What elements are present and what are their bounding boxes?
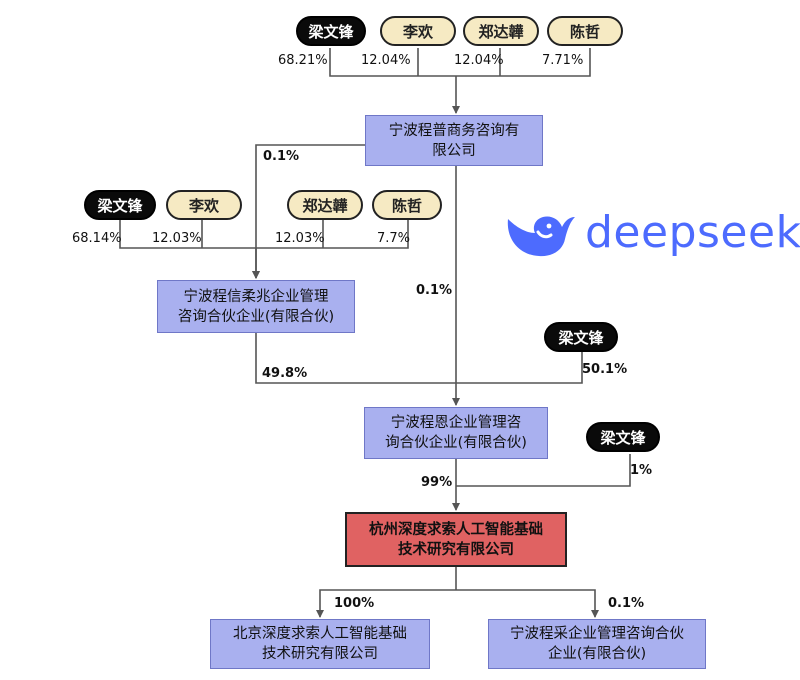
entity-chengpu-line2: 限公司: [432, 142, 476, 159]
shareholder-li-mid: 李欢: [166, 190, 242, 220]
whale-icon: [507, 216, 575, 257]
entity-chengen-line1: 宁波程恩企业管理咨: [390, 415, 522, 431]
entity-chengxin-line2: 咨询合伙企业(有限合伙): [177, 308, 335, 325]
shareholder-liang-mid: 梁文锋: [84, 190, 156, 220]
share-li-mid: 12.03%: [152, 231, 202, 246]
share-chen-top: 7.71%: [542, 53, 584, 68]
hangzhou-to-beijing-line: [316, 589, 456, 618]
share-chengen-to-hangzhou: 99%: [421, 475, 453, 490]
shareholder-chen-top: 陈哲: [547, 16, 623, 46]
share-chengpu-to-chengen: 0.1%: [416, 283, 453, 298]
entity-chengcai-line1: 宁波程采企业管理咨询合伙: [510, 626, 684, 642]
liang-to-hangzhou-line: [456, 454, 631, 487]
shareholder-liang-4: 梁文锋: [586, 422, 660, 452]
entity-chengxin: 宁波程信柔兆企业管理 咨询合伙企业(有限合伙): [157, 280, 355, 333]
entity-hangzhou-line1: 杭州深度求索人工智能基础: [369, 521, 543, 538]
share-liang-to-hangzhou: 1%: [630, 463, 653, 478]
chengxin-to-chengen-line: [255, 333, 456, 384]
shareholder-zheng-top: 郑达韡: [463, 16, 539, 46]
entity-chengen-line2: 询合伙企业(有限合伙): [385, 435, 527, 451]
share-hangzhou-to-chengcai: 0.1%: [608, 596, 645, 611]
shareholder-li-top: 李欢: [380, 16, 456, 46]
shareholder-zheng-mid: 郑达韡: [287, 190, 363, 220]
liang-to-chengen-line: [456, 350, 583, 384]
entity-beijing-deepseek: 北京深度求索人工智能基础 技术研究有限公司: [210, 619, 430, 669]
share-liang-to-chengen: 50.1%: [582, 362, 628, 377]
hangzhou-to-chengcai-line: [456, 589, 599, 618]
entity-chengxin-line1: 宁波程信柔兆企业管理: [183, 288, 329, 305]
entity-chengpu: 宁波程普商务咨询有 限公司: [365, 115, 543, 166]
share-chengpu-to-chengxin: 0.1%: [263, 149, 300, 164]
share-hangzhou-to-beijing: 100%: [334, 596, 375, 611]
shareholder-liang-top: 梁文锋: [296, 16, 366, 46]
share-chengxin-to-chengen: 49.8%: [262, 366, 308, 381]
entity-beijing-line1: 北京深度求索人工智能基础: [233, 626, 407, 642]
deepseek-wordmark: deepseek: [585, 207, 800, 258]
entity-hangzhou-line2: 技术研究有限公司: [398, 541, 514, 558]
share-liang-mid: 68.14%: [72, 231, 122, 246]
entity-chengpu-line1: 宁波程普商务咨询有: [388, 122, 520, 139]
entity-chengen: 宁波程恩企业管理咨 询合伙企业(有限合伙): [364, 407, 548, 459]
entity-beijing-line2: 技术研究有限公司: [262, 646, 378, 662]
mid-group-bus: [119, 218, 409, 249]
share-chen-mid: 7.7%: [377, 231, 411, 246]
shareholder-liang-3: 梁文锋: [544, 322, 618, 352]
share-li-top: 12.04%: [361, 53, 411, 68]
entity-chengcai-line2: 企业(有限合伙): [547, 646, 647, 662]
entity-hangzhou-deepseek: 杭州深度求索人工智能基础 技术研究有限公司: [345, 512, 567, 567]
shareholder-chen-mid: 陈哲: [372, 190, 442, 220]
share-zheng-mid: 12.03%: [275, 231, 325, 246]
share-zheng-top: 12.04%: [454, 53, 504, 68]
deepseek-logo: deepseek: [505, 205, 800, 265]
chengpu-to-chengxin-line: [252, 144, 365, 279]
top-group-bus: [329, 48, 591, 77]
share-liang-top: 68.21%: [278, 53, 328, 68]
entity-chengcai: 宁波程采企业管理咨询合伙 企业(有限合伙): [488, 619, 706, 669]
